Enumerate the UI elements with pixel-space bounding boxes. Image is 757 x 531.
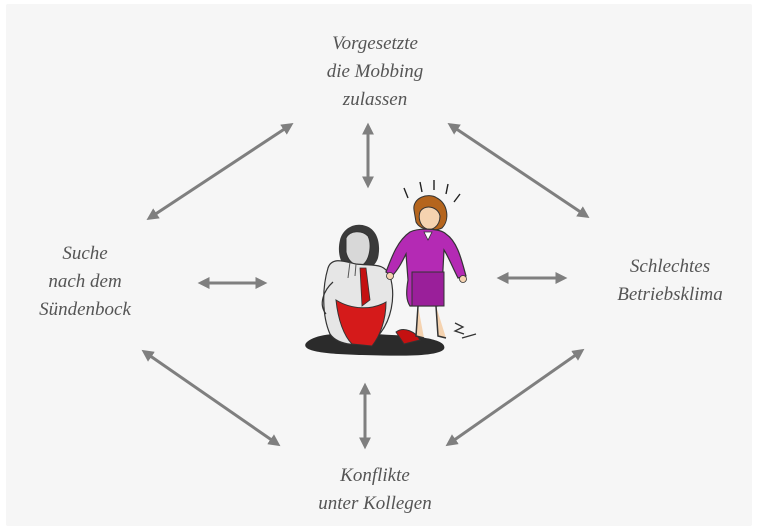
sad-man-figure (321, 224, 421, 347)
woman-figure (385, 180, 467, 339)
arrows-group (141, 122, 590, 450)
node-work-climate: Schlechtes Betriebsklima (617, 256, 723, 305)
node-scapegoat: Suche nach dem Sündenbock (39, 243, 131, 320)
node-conflicts: Konflikte unter Kollegen (318, 465, 432, 514)
node-supervisors: Vorgesetzte die Mobbing zulassen (326, 33, 424, 110)
arrow-top-left (146, 123, 294, 220)
arrow-top-right (447, 122, 590, 219)
arrow-bottom-right (445, 348, 585, 447)
diagram-background (6, 4, 752, 526)
arrow-bottom-left (141, 349, 281, 447)
mobbing-clipart (305, 180, 477, 356)
drip-lines (453, 322, 477, 339)
